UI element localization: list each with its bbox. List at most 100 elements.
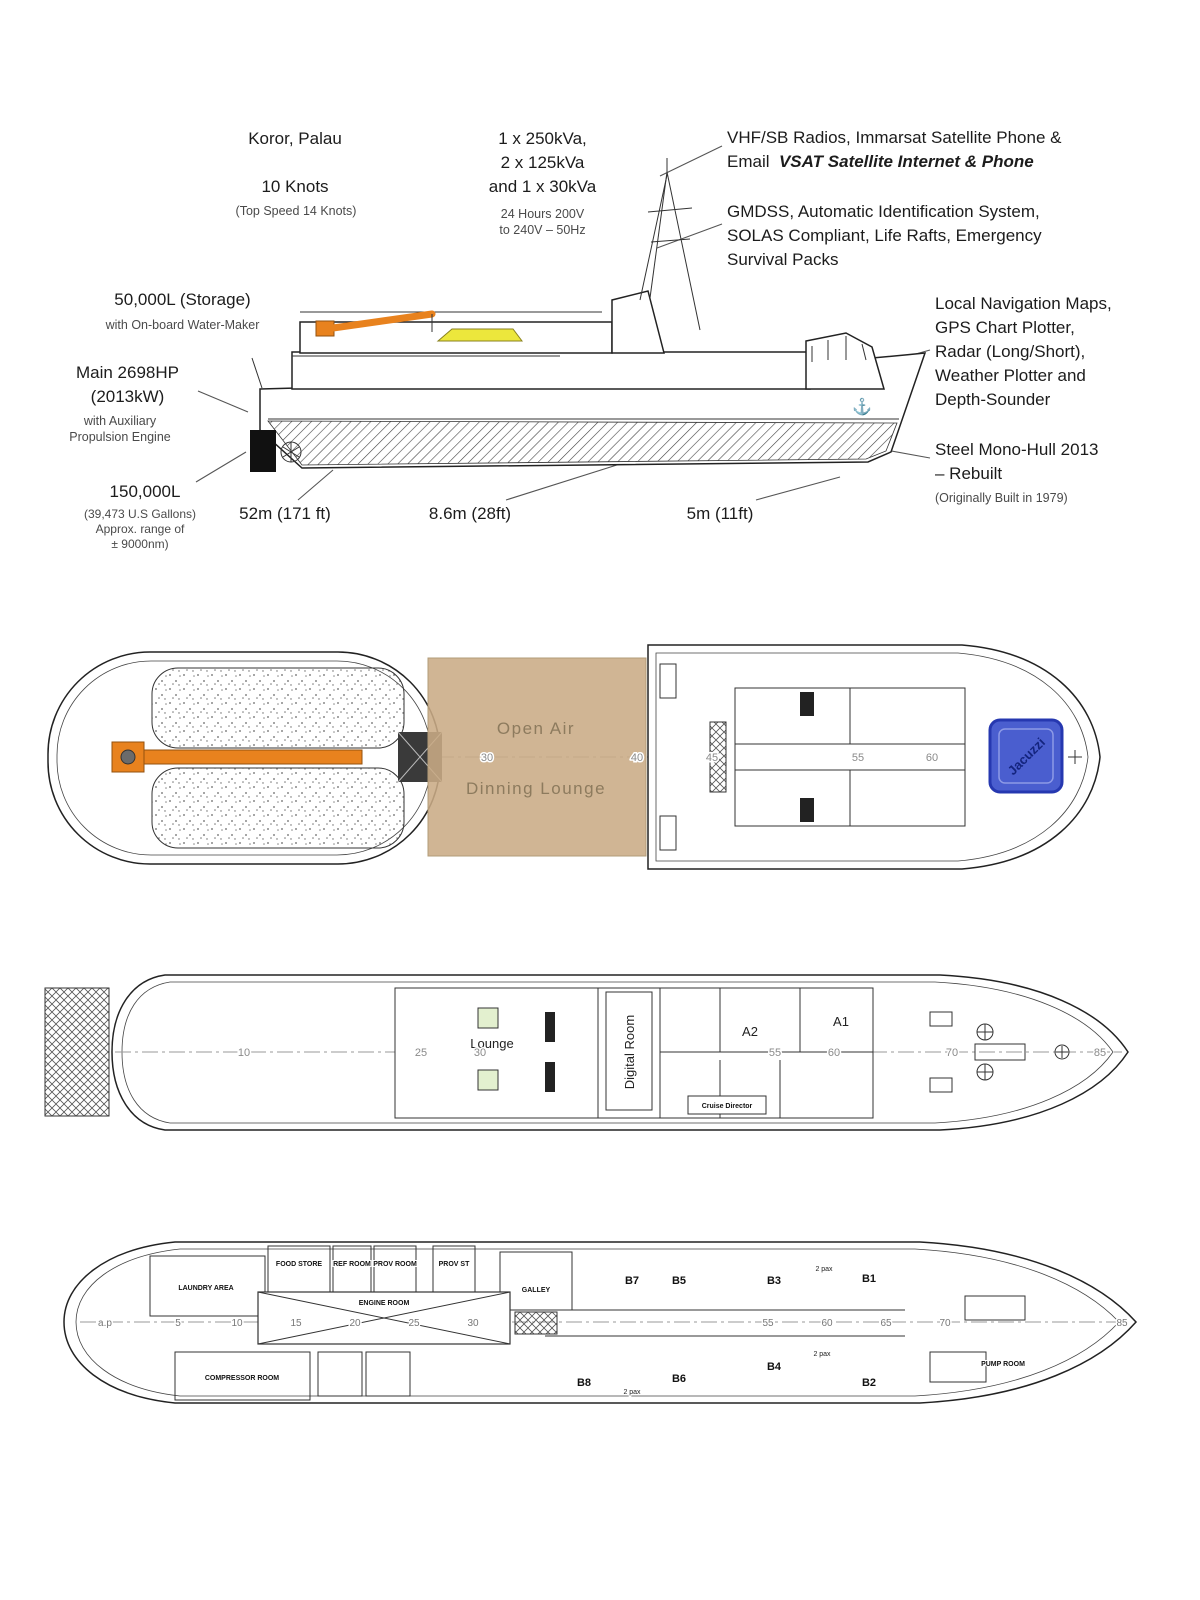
comms-label: VHF/SB Radios, Immarsat Satellite Phone … — [727, 126, 1157, 174]
windlass — [974, 1043, 1026, 1061]
nav-line-2: GPS Chart Plotter, — [935, 318, 1075, 337]
generator-line-1: 1 x 250kVa, — [498, 129, 587, 148]
ruler-mark: 40 — [631, 752, 643, 764]
cruise-director-cabin — [687, 1095, 767, 1115]
water-capacity-label: 50,000L (Storage) — [114, 290, 251, 309]
cruise-director-label: Cruise Director — [702, 1103, 753, 1110]
ruler-mark: 60 — [828, 1047, 840, 1059]
digital-room — [605, 991, 653, 1111]
ruler-mark: 5 — [175, 1318, 181, 1329]
ruler-mark: 70 — [939, 1318, 951, 1329]
swim-platform — [44, 987, 110, 1117]
digital-room-label: Digital Room — [622, 1015, 637, 1089]
cabin-a2-label: A2 — [742, 1024, 758, 1039]
crane-arm — [322, 310, 436, 333]
cabin-b7: B7 — [625, 1275, 639, 1287]
lounge-table — [477, 1069, 499, 1091]
wheelhouse — [805, 332, 885, 390]
generators-label: 1 x 250kVa, 2 x 125kVa and 1 x 30kVa — [455, 127, 630, 199]
fuel-note-2: Approx. range of — [95, 522, 185, 536]
engine-room-label: ENGINE ROOM — [359, 1300, 410, 1307]
cabin-b1: B1 — [862, 1273, 876, 1285]
home-port-label: Koror, Palau — [248, 129, 342, 148]
leader-lines — [195, 145, 931, 501]
food-store-label: FOOD STORE — [276, 1261, 322, 1268]
ruler-mark: 10 — [238, 1047, 250, 1059]
pax-label: 2 pax — [815, 1266, 833, 1273]
cabin-b6: B6 — [672, 1373, 686, 1385]
fuel-note: (39,473 U.S Gallons) Approx. range of ± … — [40, 507, 240, 552]
top-speed-note: (Top Speed 14 Knots) — [235, 204, 357, 218]
hull-label: Steel Mono-Hull 2013 – Rebuilt — [935, 438, 1175, 486]
ruler-mark: 20 — [349, 1318, 361, 1329]
lounge-table — [477, 1007, 499, 1029]
cabin-b5: B5 — [672, 1275, 686, 1287]
sun-deck-plan: Open Air Dinning Lounge Jacuzzi 30 40 45… — [47, 644, 1101, 870]
funnel — [611, 290, 665, 354]
crane-arm-plan — [143, 749, 363, 765]
ruler-mark: 30 — [467, 1318, 479, 1329]
galley-label: GALLEY — [522, 1287, 551, 1294]
ruler-mark: 60 — [926, 752, 938, 764]
dining-lounge-area — [427, 657, 647, 857]
generator-line-3: and 1 x 30kVa — [488, 177, 597, 196]
navigation-label: Local Navigation Maps, GPS Chart Plotter… — [935, 292, 1175, 412]
length-dimension: 52m (171 ft) — [239, 504, 331, 523]
pax-label: 2 pax — [813, 1351, 831, 1358]
ruler-mark: 30 — [474, 1047, 486, 1059]
stern-thruster — [250, 430, 276, 472]
compressor-label: COMPRESSOR ROOM — [205, 1375, 279, 1382]
safety-line-1: GMDSS, Automatic Identification System, — [727, 202, 1040, 221]
engine-line-2: (2013kW) — [90, 387, 165, 406]
ruler-mark: 55 — [769, 1047, 781, 1059]
fuel-note-3: ± 9000nm) — [111, 537, 169, 551]
engine-label: Main 2698HP (2013kW) — [35, 361, 220, 409]
lounge-label: Lounge — [470, 1036, 513, 1051]
pump-room-label: PUMP ROOM — [981, 1361, 1025, 1368]
galley — [499, 1251, 573, 1311]
cruise-speed-label: 10 Knots — [261, 177, 329, 196]
ruler-mark: 55 — [852, 752, 864, 764]
ruler-mark: 15 — [290, 1318, 302, 1329]
profile-ship-drawing: ⚓ — [195, 145, 931, 501]
ruler-mark: 70 — [946, 1047, 958, 1059]
ruler-mark: 25 — [415, 1047, 427, 1059]
main-deckhouse — [291, 351, 811, 390]
hull-below-waterline — [267, 420, 898, 466]
pax-label: 2 pax — [623, 1389, 641, 1396]
engine-note-1: with Auxiliary — [83, 414, 157, 428]
mast — [649, 171, 668, 299]
hull-line-2: – Rebuilt — [935, 464, 1003, 483]
comms-line-1: VHF/SB Radios, Immarsat Satellite Phone … — [727, 128, 1062, 147]
hull-line-1: Steel Mono-Hull 2013 — [935, 440, 1099, 459]
cabin-b4: B4 — [767, 1361, 782, 1373]
ruler-mark: 25 — [408, 1318, 420, 1329]
stairs — [514, 1311, 558, 1335]
water-maker-note: with On-board Water-Maker — [105, 318, 260, 332]
comms-email: Email — [727, 152, 770, 171]
cabin-b2: B2 — [862, 1377, 876, 1389]
fuel-note-1: (39,473 U.S Gallons) — [83, 507, 197, 521]
open-air-label: Open Air — [497, 719, 575, 738]
jacuzzi — [988, 718, 1064, 794]
power-note: 24 Hours 200V to 240V – 50Hz — [470, 206, 615, 238]
ref-room-label: REF ROOM — [333, 1261, 371, 1268]
ruler-mark: 65 — [880, 1318, 892, 1329]
stairs — [709, 721, 727, 793]
ruler-mark: 85 — [1116, 1318, 1128, 1329]
safety-label: GMDSS, Automatic Identification System, … — [727, 200, 1127, 272]
sunbathing-area — [151, 667, 405, 749]
sunbathing-area — [151, 767, 405, 849]
ruler-mark: 85 — [1094, 1047, 1106, 1059]
nav-line-4: Weather Plotter and — [935, 366, 1086, 385]
ruler-mark: 55 — [762, 1318, 774, 1329]
laundry-label: LAUNDRY AREA — [178, 1285, 233, 1292]
beam-dimension: 8.6m (28ft) — [428, 504, 512, 523]
engine-note-2: Propulsion Engine — [69, 430, 171, 444]
draft-dimension: 5m (11ft) — [686, 504, 754, 523]
lower-deck-plan: LAUNDRY AREA FOOD STORE REF ROOM PROV RO… — [63, 1241, 1138, 1404]
pump-room — [929, 1351, 987, 1383]
power-line-1: 24 Hours 200V — [500, 207, 585, 221]
